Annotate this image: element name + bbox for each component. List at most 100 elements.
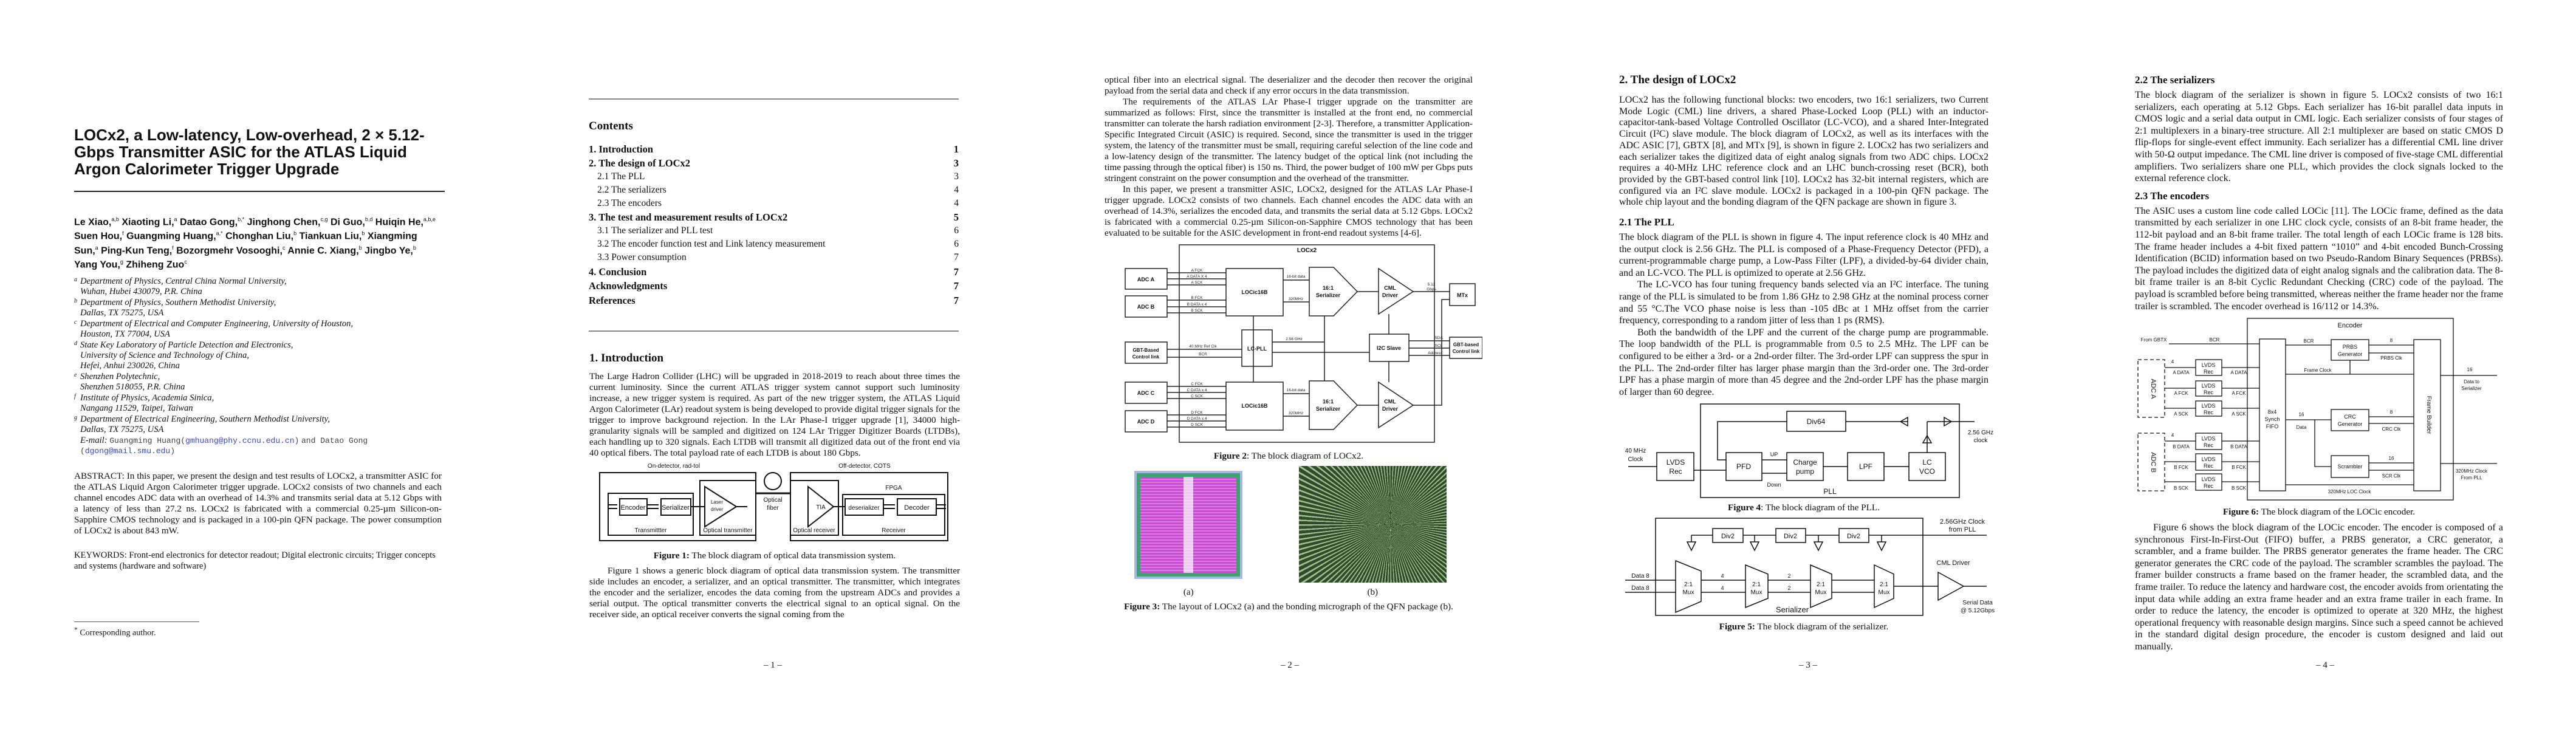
fig6-signal: 16 xyxy=(2299,412,2304,417)
caption-text: The layout of LOCx2 (a) and the bonding … xyxy=(1162,601,1453,612)
fig4-pll-label: PLL xyxy=(1823,487,1837,496)
author-list: Le Xiao,a,b Xiaoting Li,a Datao Gong,b,*… xyxy=(74,214,442,270)
fig2-cml: Driver xyxy=(1382,292,1399,298)
fig2-chip-label: LOCx2 xyxy=(1297,247,1317,254)
fig1-label: driver xyxy=(711,507,723,512)
affiliation-line: Dallas, TX 75275, USA xyxy=(80,308,164,318)
fig5-div2: Div2 xyxy=(1847,533,1860,540)
fig2-signal: A SCK xyxy=(1191,281,1203,285)
affiliation-line: Department of Physics, Southern Methodis… xyxy=(80,298,276,308)
toc-entry[interactable]: 1. Introduction 1 xyxy=(589,143,959,156)
paper-title: LOCx2, a Low-latency, Low-overhead, 2 × … xyxy=(74,126,425,178)
author-affiliation-mark: a xyxy=(95,244,98,251)
fig1-label: Receiver xyxy=(882,527,906,534)
figure-4-caption: Figure 4: The block diagram of the PLL. xyxy=(1619,502,1989,514)
toc-label: 3.2 The encoder function test and Link l… xyxy=(597,239,826,249)
author-affiliation-mark: c xyxy=(282,244,286,251)
fig6-lvds: LVDS xyxy=(2202,383,2216,389)
author-affiliation-mark: b xyxy=(361,230,365,237)
toc-label: 2.1 The PLL xyxy=(597,171,645,182)
fig2-signal: 5.12 xyxy=(1428,282,1436,287)
email-link-huang[interactable]: gmhuang@phy.ccnu.edu.cn xyxy=(185,436,295,446)
fig6-adc-b: ADC B xyxy=(2150,452,2157,473)
affiliation-mark: e xyxy=(74,372,77,379)
fig2-signal: D SCK xyxy=(1191,423,1204,427)
fig4-label: 2.56 GHz xyxy=(1968,430,1993,436)
fig6-signal: 8 xyxy=(2390,409,2393,415)
fig2-signal: SDA xyxy=(1434,336,1443,340)
fig4-vco: LC xyxy=(1922,458,1932,467)
toc-label: 1. Introduction xyxy=(589,143,654,155)
fig5-label: from PLL xyxy=(1949,526,1976,533)
affiliation-line: Institute of Physics, Academia Sinica, xyxy=(80,393,214,403)
toc-entry[interactable]: 3. The test and measurement results of L… xyxy=(589,211,959,224)
toc-page: 1 xyxy=(953,143,959,155)
fig2-gbt-left: Control link xyxy=(1132,354,1160,360)
affiliation-mark: g xyxy=(74,414,77,422)
section-heading-introduction: 1. Introduction xyxy=(589,352,664,364)
author-affiliation-mark: f xyxy=(122,230,124,237)
abstract-label: ABSTRACT: xyxy=(74,471,125,482)
fig2-signal: Address xyxy=(1428,351,1443,355)
affiliation-line: Department of Electrical Engineering, So… xyxy=(80,414,330,425)
fig6-signal: B FCK xyxy=(2232,465,2246,470)
fig4-vco: VCO xyxy=(1919,467,1935,476)
paragraph: optical fiber into an electrical signal.… xyxy=(1105,75,1473,96)
fig6-lvds: Rec xyxy=(2204,483,2214,489)
author: Zhiheng Zuo xyxy=(126,259,185,270)
fig1-label: Optical transmitter xyxy=(703,527,753,534)
fig2-signal: BCR xyxy=(1199,352,1207,357)
fig2-signal: 320MHz xyxy=(1289,297,1303,301)
fig5-mux: Mux xyxy=(1879,589,1890,596)
fig1-label: Off-detector, COTS xyxy=(838,463,891,470)
toc-label: 3.3 Power consumption xyxy=(597,252,687,262)
chip-layout-image xyxy=(1137,473,1241,577)
author-affiliation-mark: b xyxy=(358,244,362,251)
fig2-cml: Driver xyxy=(1382,406,1399,412)
page-number: – 1 – xyxy=(764,660,782,670)
fig4-pfd: PFD xyxy=(1736,462,1751,471)
affiliation-line: Shenzhen Polytechnic, xyxy=(80,372,160,382)
caption-label: Figure 6: xyxy=(2222,507,2259,518)
toc-label: References xyxy=(589,295,635,306)
author-affiliation-mark: a,* xyxy=(216,230,223,237)
author-affiliation-mark: b xyxy=(413,244,416,251)
fig1-label: Laser xyxy=(711,499,723,505)
fig6-signal: A SCK xyxy=(2232,411,2246,417)
fig6-signal: SCR Clk xyxy=(2382,473,2402,479)
fig5-label: 4 xyxy=(1721,573,1724,579)
fig5-label: @ 5.12Gbps xyxy=(1961,608,1995,614)
abstract: ABSTRACT: In this paper, we present the … xyxy=(74,471,442,536)
vco-paragraph: The LC-VCO has four tuning frequency ban… xyxy=(1619,279,1989,326)
page-4-column: 2.2 The serializers The block diagram of… xyxy=(2135,74,2503,653)
fig5-mux: 2:1 xyxy=(1752,581,1761,588)
caption-label: Figure 1: xyxy=(653,550,690,561)
figure-3: (a) (b) xyxy=(1105,466,1473,598)
fig2-signal: 2.56 GHz xyxy=(1286,337,1302,341)
toc-entry[interactable]: 3.2 The encoder function test and Link l… xyxy=(589,239,959,250)
toc-label: 2.2 The serializers xyxy=(597,185,666,195)
fig2-adc-c: ADC C xyxy=(1137,390,1155,396)
affiliation-line: Dallas, TX 75275, USA xyxy=(80,425,164,435)
email-link-gong[interactable]: dgong@mail.smu.edu xyxy=(84,447,171,456)
fig6-frame-builder: Frame Builder xyxy=(2425,396,2432,434)
email-and: and Datao Gong xyxy=(301,436,368,446)
email-name: Guangming Huang xyxy=(109,436,181,446)
caption-label: Figure 2 xyxy=(1213,451,1247,461)
author-affiliation-mark: b xyxy=(293,230,297,237)
fig2-signal: B FCK xyxy=(1191,296,1203,300)
figure-2-diagram: LOCx2 ADC A ADC B GBT-Based Control link… xyxy=(1125,244,1482,443)
caption-text: The block diagram of the serializer. xyxy=(1757,621,1889,632)
fig2-cml: CML xyxy=(1384,399,1396,405)
